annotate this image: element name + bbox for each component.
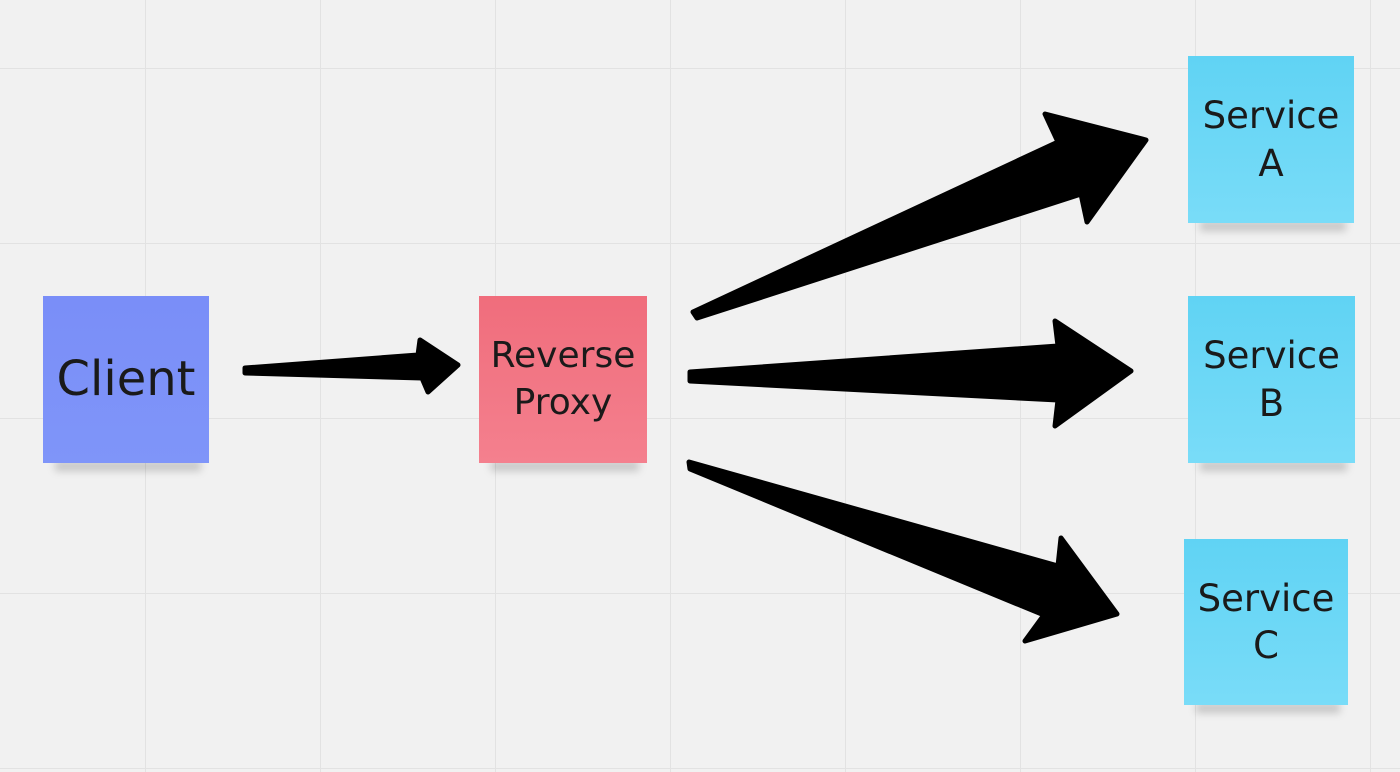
arrow-proxy-to-service-c[interactable] — [686, 459, 1120, 644]
sticky-note-reverse-proxy[interactable]: Reverse Proxy — [479, 296, 647, 463]
sticky-note-reverse-proxy-label: Reverse Proxy — [490, 335, 636, 423]
sticky-note-service-b[interactable]: Service B — [1188, 296, 1355, 463]
arrow-client-to-proxy[interactable] — [242, 337, 461, 395]
sticky-note-service-a-label: Service A — [1202, 94, 1340, 185]
sticky-note-service-b-label: Service B — [1203, 334, 1340, 425]
sticky-note-client[interactable]: Client — [43, 296, 209, 463]
arrow-proxy-to-service-a[interactable] — [690, 111, 1149, 321]
arrow-proxy-to-service-b[interactable] — [687, 318, 1134, 429]
sticky-note-client-label: Client — [56, 350, 196, 407]
sticky-note-service-c[interactable]: Service C — [1184, 539, 1348, 705]
sticky-note-service-a[interactable]: Service A — [1188, 56, 1354, 223]
sticky-note-service-c-label: Service C — [1197, 576, 1335, 667]
